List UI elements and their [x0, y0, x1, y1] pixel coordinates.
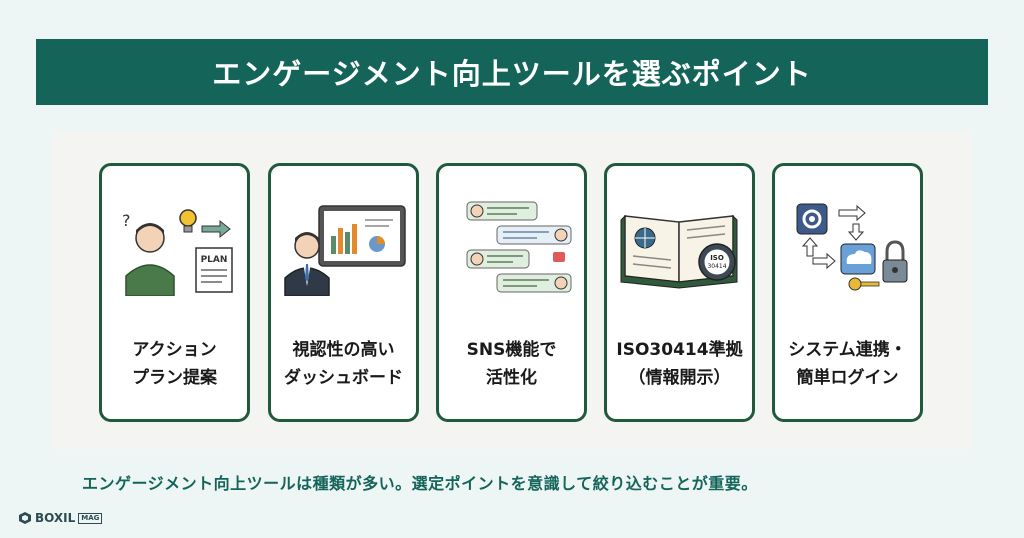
- gear-cloud-key-lock-icon: [796, 203, 908, 291]
- logo-brand: BOXIL: [35, 511, 76, 525]
- card-sns: SNS機能で 活性化: [436, 163, 587, 422]
- book-iso-badge-icon: ISO 30414: [620, 214, 738, 289]
- card-label: システム連携・ 簡単ログイン: [788, 340, 907, 388]
- card-label: アクション プラン提案: [132, 340, 217, 388]
- boxil-mag-logo: BOXIL MAG: [18, 510, 103, 526]
- plan-text: PLAN: [201, 255, 228, 265]
- page-title: エンゲージメント向上ツールを選ぶポイント: [36, 39, 988, 105]
- person-idea-plan-icon: ? PLAN: [122, 209, 233, 296]
- svg-text:30414: 30414: [707, 263, 726, 270]
- boxil-logo-icon: [19, 512, 31, 524]
- logo-sub: MAG: [78, 512, 103, 524]
- card-action-plan: ? PLAN アクション プラン提案: [99, 163, 250, 422]
- card-iso: ISO 30414 ISO30414準拠 （情報開示）: [604, 163, 755, 422]
- card-system: システム連携・ 簡単ログイン: [772, 163, 923, 422]
- svg-text:ISO: ISO: [710, 254, 724, 262]
- card-label: SNS機能で 活性化: [466, 340, 557, 388]
- card-dashboard: 視認性の高い ダッシュボード: [268, 163, 419, 422]
- svg-text:?: ?: [122, 211, 131, 230]
- caption: エンゲージメント向上ツールは種類が多い。選定ポイントを意識して絞り込むことが重要…: [82, 474, 758, 493]
- presenter-dashboard-icon: [284, 205, 406, 296]
- chat-bubbles-icon: [466, 201, 572, 293]
- card-label: 視認性の高い ダッシュボード: [284, 340, 403, 388]
- card-label: ISO30414準拠 （情報開示）: [616, 340, 743, 388]
